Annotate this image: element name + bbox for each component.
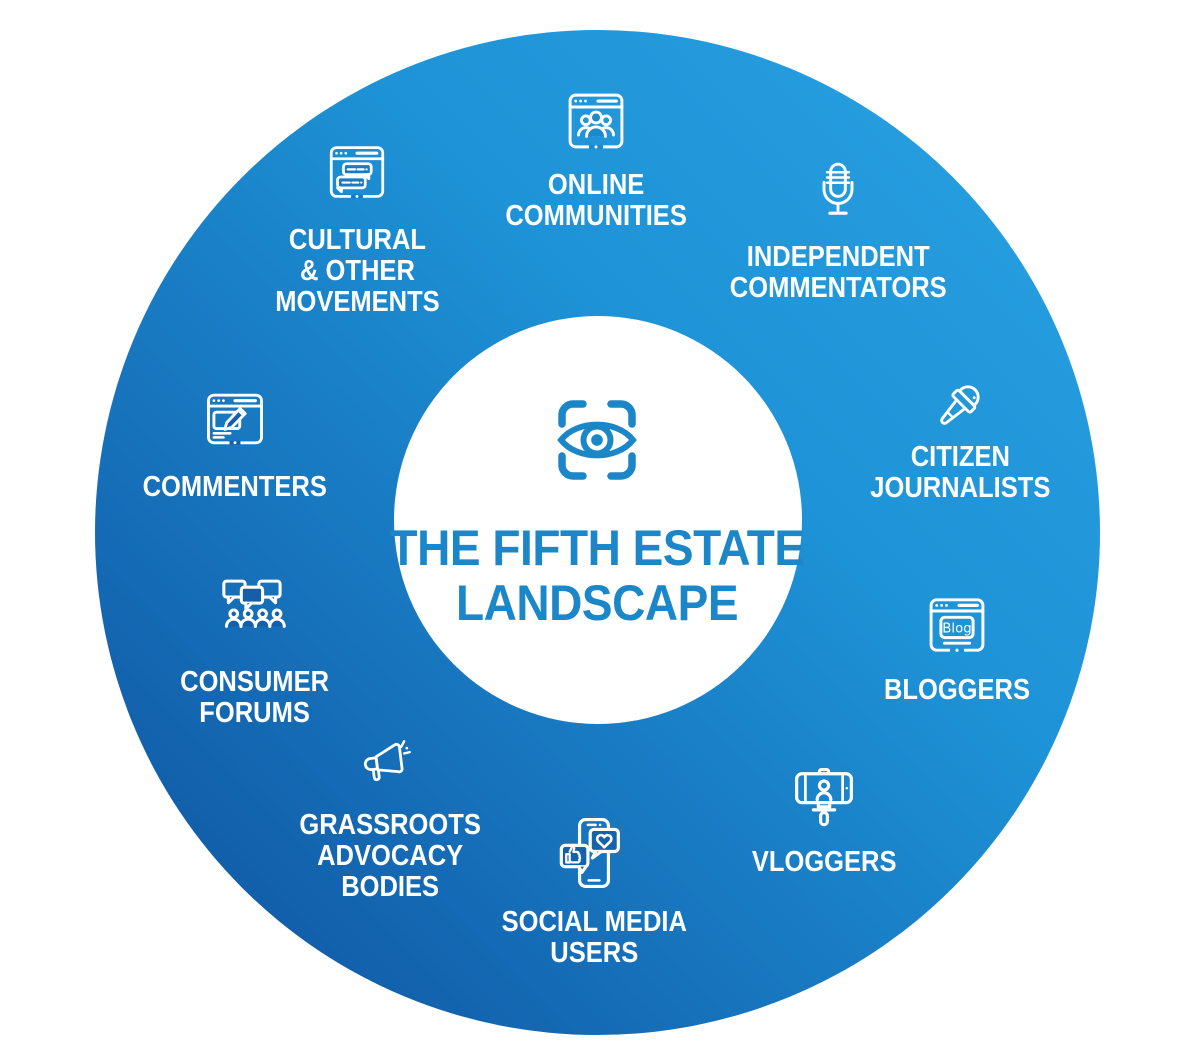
svg-text:Blog: Blog	[942, 621, 971, 636]
item-label: VLOGGERS	[752, 847, 897, 878]
label-line: GRASSROOTS	[299, 809, 481, 841]
label-line: JOURNALISTS	[869, 472, 1051, 504]
label-line: USERS	[550, 937, 638, 969]
item-label: CULTURAL & OTHER MOVEMENTS	[275, 225, 439, 318]
label-line: COMMENTERS	[142, 471, 328, 503]
label-line: BLOGGERS	[883, 674, 1031, 706]
phone-reactions-icon	[559, 817, 620, 889]
browser-community-icon	[568, 93, 624, 149]
item-grassroots-advocacy-bodies: GRASSROOTS ADVOCACY BODIES	[240, 732, 540, 903]
label-line: & OTHER	[299, 255, 415, 287]
item-vloggers: VLOGGERS	[674, 754, 974, 878]
label-line: FORUMS	[199, 697, 311, 729]
item-cultural-other-movements: CULTURAL & OTHER MOVEMENTS	[207, 139, 507, 318]
item-label: GRASSROOTS ADVOCACY BODIES	[299, 810, 481, 903]
item-citizen-journalists: CITIZEN JOURNALISTS	[810, 372, 1110, 504]
item-label: BLOGGERS	[884, 675, 1030, 706]
diagram-title: THE FIFTH ESTATE LANDSCAPE	[358, 521, 836, 631]
label-line: VLOGGERS	[751, 846, 897, 878]
label-line: INDEPENDENT	[746, 241, 930, 273]
megaphone-icon	[363, 740, 411, 782]
label-line: COMMENTATORS	[729, 272, 947, 304]
blog-browser-icon: Blog	[929, 598, 985, 653]
chat-window-icon	[329, 146, 385, 199]
title-line: LANDSCAPE	[455, 575, 739, 631]
title-line: THE FIFTH ESTATE	[389, 520, 805, 576]
comment-editor-icon	[207, 393, 263, 445]
item-label: SOCIAL MEDIA USERS	[501, 907, 686, 969]
item-bloggers: Blog BLOGGERS	[807, 590, 1107, 706]
item-independent-commentators: INDEPENDENT COMMENTATORS	[688, 160, 988, 304]
item-online-communities: ONLINE COMMUNITIES	[446, 86, 746, 232]
label-line: CONSUMER	[180, 666, 330, 698]
inner-circle	[394, 316, 802, 724]
label-line: SOCIAL MEDIA	[501, 906, 687, 938]
label-line: ADVOCACY	[316, 840, 464, 872]
item-commenters: COMMENTERS	[85, 385, 385, 503]
item-label: ONLINE COMMUNITIES	[505, 170, 686, 232]
label-line: BODIES	[341, 871, 439, 903]
forum-crowd-icon	[222, 579, 286, 628]
item-consumer-forums: CONSUMER FORUMS	[105, 572, 405, 729]
label-line: ONLINE	[547, 169, 645, 201]
label-line: CULTURAL	[288, 224, 426, 256]
label-line: CITIZEN	[910, 441, 1010, 473]
item-social-media-users: SOCIAL MEDIA USERS	[444, 815, 744, 969]
label-line: COMMUNITIES	[505, 200, 687, 232]
label-line: MOVEMENTS	[274, 286, 440, 318]
reporter-microphone-icon	[940, 385, 980, 425]
eye-scan-icon	[557, 400, 637, 480]
item-label: INDEPENDENT COMMENTATORS	[730, 242, 947, 304]
item-label: CONSUMER FORUMS	[181, 667, 330, 729]
item-label: COMMENTERS	[143, 472, 327, 503]
studio-microphone-icon	[822, 162, 854, 215]
item-label: CITIZEN JOURNALISTS	[870, 442, 1050, 504]
selfie-stick-phone-icon	[795, 767, 853, 827]
